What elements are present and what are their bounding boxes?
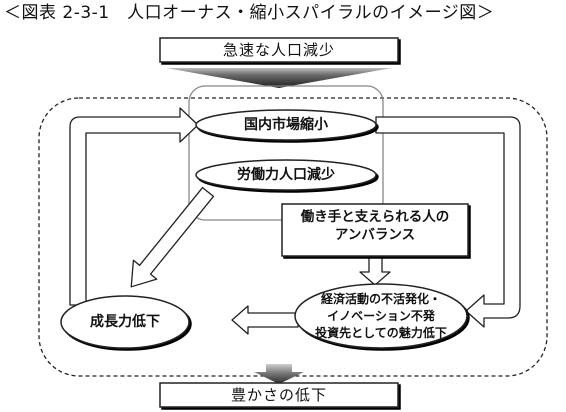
economy-line-3: 投資先としての魅力低下 <box>315 326 447 340</box>
loop-arrow-left <box>69 107 199 306</box>
bottom-box-label: 豊かさの低下 <box>230 386 327 404</box>
market-label: 国内市場縮小 <box>244 117 328 133</box>
economy-label: 経済活動の不活発化・ イノベーション不発 投資先としての魅力低下 <box>296 291 466 342</box>
top-box <box>159 37 399 63</box>
imbalance-line-1: 働き手と支えられる人の <box>300 209 450 225</box>
bottom-down-arrow <box>254 364 304 384</box>
economy-line-1: 経済活動の不活発化・ <box>320 292 441 306</box>
economy-ellipse <box>294 283 468 349</box>
market-ellipse <box>195 109 377 141</box>
labor-to-growth-arrow <box>130 186 215 288</box>
labor-label: 労働力人口減少 <box>237 167 335 183</box>
imbalance-to-economy-arrow <box>359 256 391 286</box>
top-down-arrow <box>166 68 392 88</box>
dashed-frame <box>38 97 548 377</box>
bottom-box <box>159 382 399 408</box>
imbalance-label: 働き手と支えられる人の アンバランス <box>280 208 470 244</box>
grouping-frame <box>188 85 384 221</box>
economy-line-2: イノベーション不発 <box>327 309 435 323</box>
figure-title: ＜図表 2-3-1 人口オーナス・縮小スパイラルのイメージ図＞ <box>4 3 495 23</box>
imbalance-box <box>281 203 469 257</box>
imbalance-line-2: アンバランス <box>334 227 416 243</box>
top-box-label: 急速な人口減少 <box>222 41 335 59</box>
economy-to-growth-arrow <box>231 305 299 335</box>
loop-arrow-right <box>375 116 521 328</box>
labor-ellipse <box>195 159 377 191</box>
growth-ellipse <box>60 295 190 349</box>
growth-label: 成長力低下 <box>90 314 160 330</box>
